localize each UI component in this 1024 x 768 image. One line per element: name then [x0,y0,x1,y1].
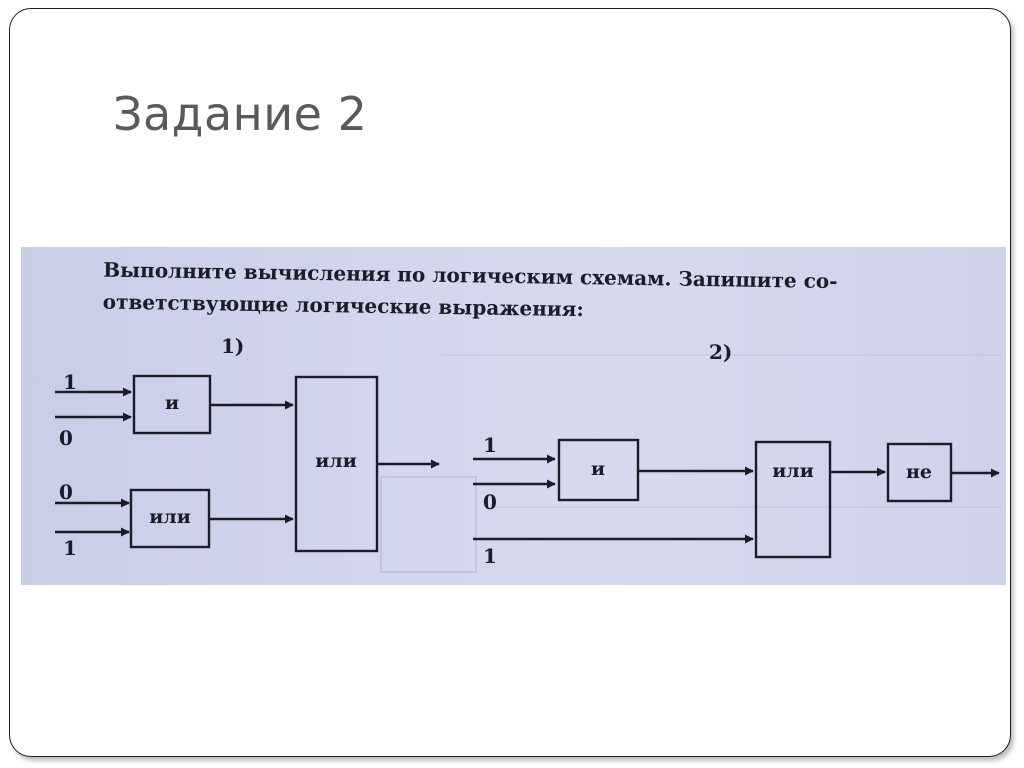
scheme-1-label: 1) [221,334,244,358]
scheme-1-input-4: 1 [63,536,77,560]
or-gate-2 [754,440,832,559]
or-gate-big-label: или [315,450,357,472]
task-text-line-1: Выполните вычисления по логическим схема… [103,258,838,294]
scheme-2-input-3: 1 [483,544,497,568]
scheme-1-input-2: 0 [59,426,73,450]
not-gate-label: не [906,461,932,483]
scheme-1-input-3: 0 [59,480,73,504]
and-gate-label: и [165,392,179,414]
scheme-2-label: 2) [709,340,732,364]
scheme-2-input-1: 1 [483,433,497,457]
scheme-1-input-1: 1 [63,370,77,394]
slide-title: Задание 2 [113,87,368,141]
slide: Задание 2 Выполните вычисления по логиче… [9,8,1011,757]
logic-diagram: Выполните вычисления по логическим схема… [55,258,1001,573]
or-gate-small-label: или [149,506,191,528]
or-gate-2-label: или [772,460,814,482]
scheme-2: 2) 1 0 1 и или не [473,340,1000,568]
task-text-line-2: ответствующие логические выражения: [103,290,584,322]
textbook-photo: Выполните вычисления по логическим схема… [21,247,1006,585]
and-gate-2-label: и [591,458,605,480]
scheme-1: 1) 1 0 0 1 и или [55,334,440,560]
scheme-2-input-2: 0 [483,490,497,514]
ghost-box [380,476,477,573]
bleed-through [380,354,1001,573]
